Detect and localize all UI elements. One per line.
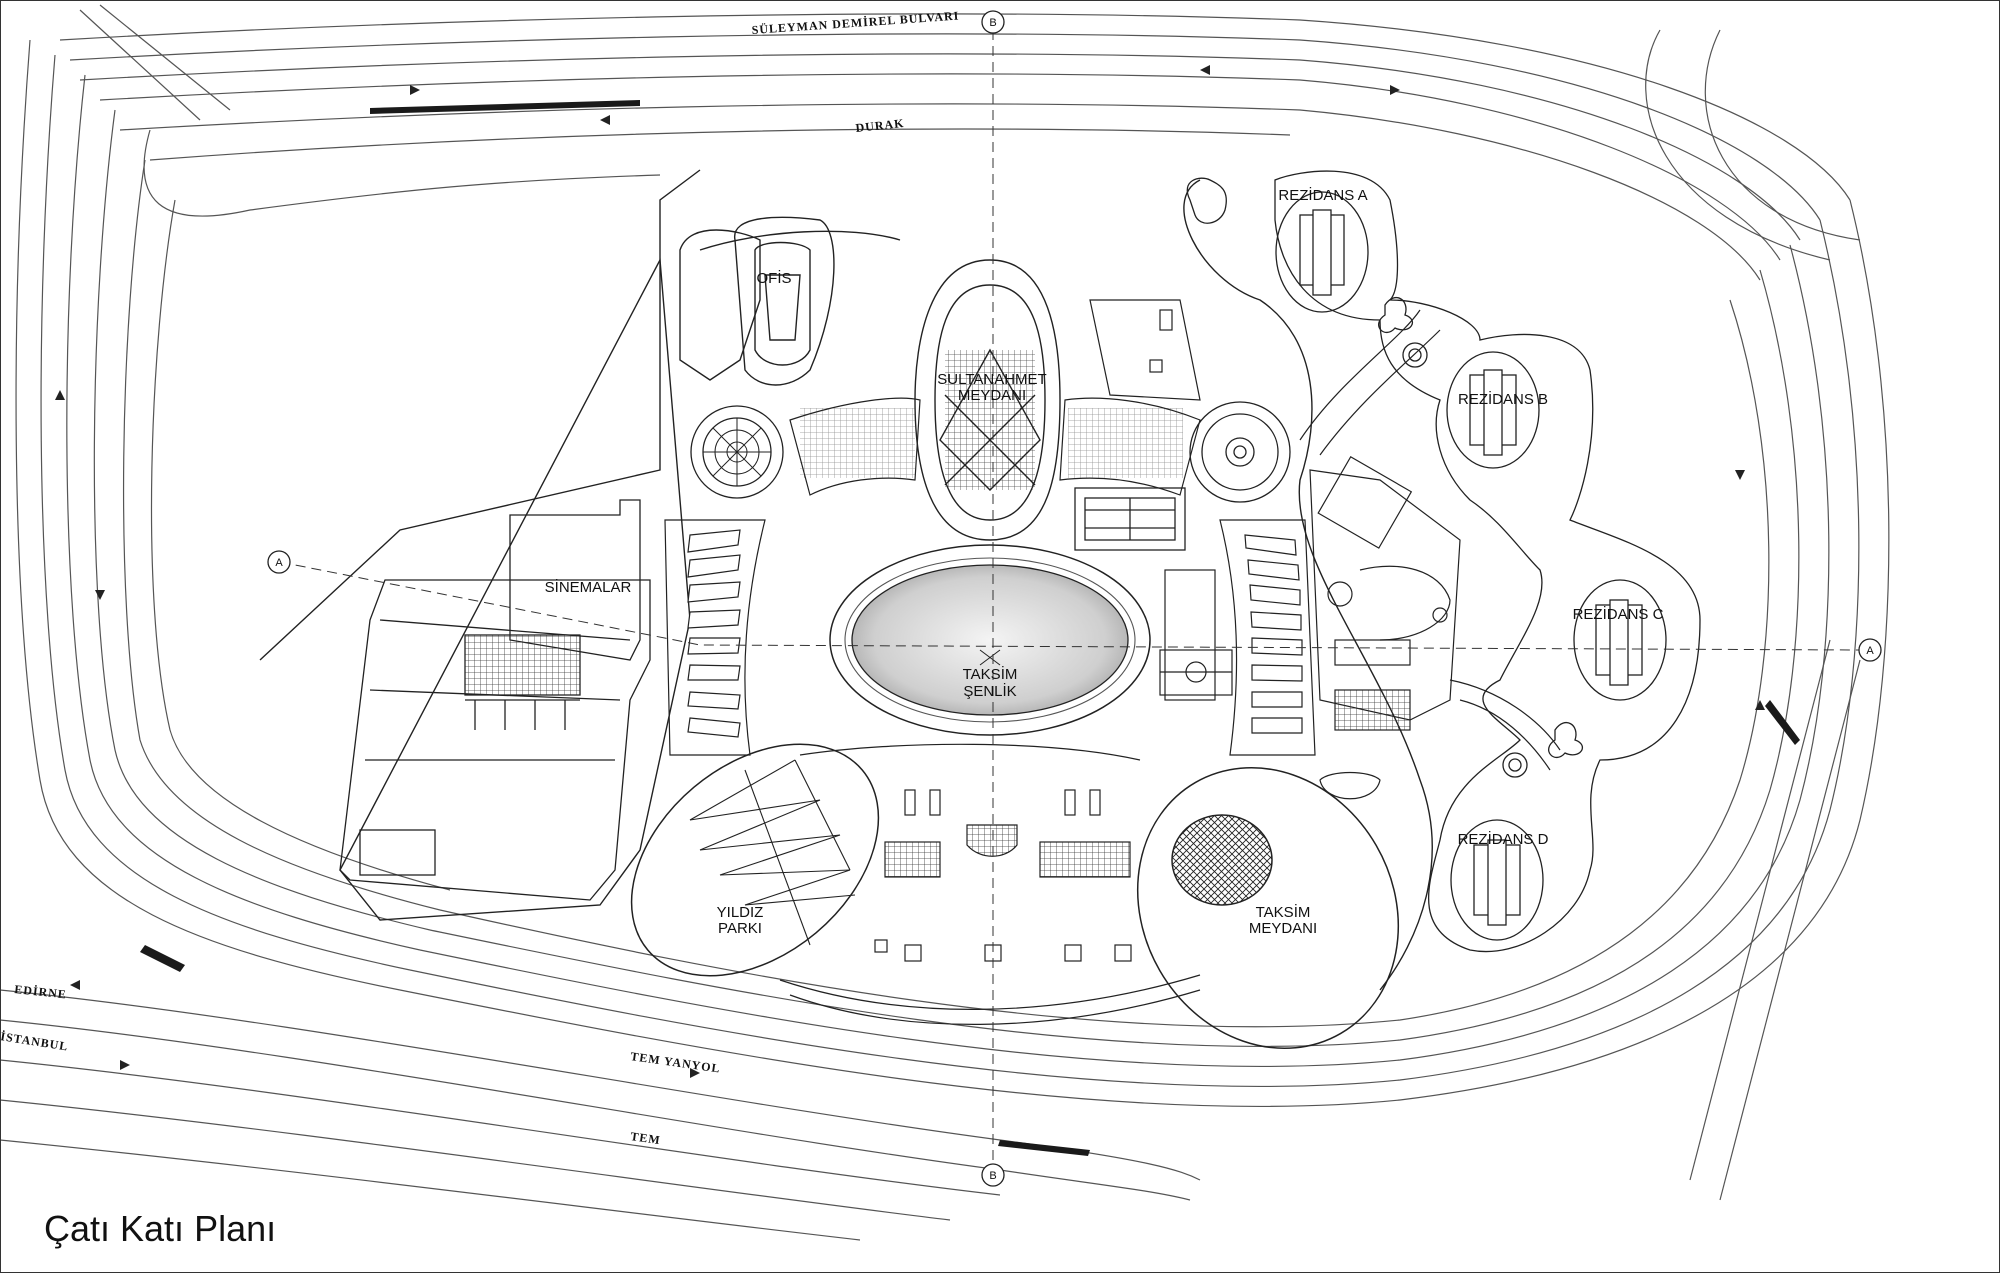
road-label-suleyman-demirel: SÜLEYMAN DEMİREL BULVARI [751, 9, 960, 37]
label-taksim-senlik-2: ŞENLİK [963, 682, 1016, 700]
west-arc-pavilion [664, 519, 766, 756]
sinemalar-building [339, 499, 651, 901]
sultanahmet-meydani-plaza [914, 259, 1061, 541]
label-ofis: OFİS [756, 269, 791, 287]
label-taksim-senlik-1: TAKSİM [963, 665, 1018, 683]
section-marker-a-east: A [1858, 638, 1882, 662]
section-lines [279, 30, 1861, 1170]
taksim-senlik-arena [829, 544, 1151, 736]
label-sinemalar: SİNEMALAR [545, 578, 632, 596]
right-rotunda [1189, 401, 1291, 503]
section-marker-a-west: A [267, 550, 291, 574]
road-label-tem: TEM [630, 1129, 662, 1147]
svg-text:B: B [989, 17, 996, 29]
svg-text:A: A [275, 557, 283, 569]
taksim-meydani [1136, 766, 1400, 1050]
lane-arrows [55, 65, 1765, 1078]
sports-court [1159, 569, 1233, 701]
label-rezidans-d: REZİDANS D [1458, 830, 1549, 848]
label-taksim-meydani-1: TAKSİM [1256, 903, 1311, 921]
east-arc-pavilion [1219, 519, 1316, 756]
road-label-edirne: EDİRNE [14, 982, 68, 1001]
plan-title: Çatı Katı Planı [44, 1208, 277, 1249]
tennis-court [1074, 487, 1186, 551]
svg-text:A: A [1866, 645, 1874, 657]
road-label-durak: DURAK [855, 116, 905, 135]
section-marker-b-north: B [981, 10, 1005, 34]
residential-paths [1299, 309, 1561, 771]
ofis-building [679, 216, 835, 386]
label-taksim-meydani-2: MEYDANI [1249, 920, 1317, 937]
label-sultanahmet-2: MEYDANI [958, 387, 1026, 404]
east-pool-complex [1309, 455, 1461, 800]
south-central-plaza [779, 743, 1201, 1025]
upper-arc-pavilions [789, 397, 1201, 496]
svg-text:B: B [989, 1170, 996, 1182]
rezidans-cluster [1186, 170, 1701, 953]
label-yildiz-1: YILDIZ [717, 904, 764, 921]
road-label-tem-yanyol: TEM YANYOL [630, 1049, 722, 1076]
label-rezidans-c: REZİDANS C [1573, 605, 1664, 623]
section-marker-b-south: B [981, 1163, 1005, 1187]
label-rezidans-b: REZİDANS B [1458, 390, 1548, 408]
road-strips [140, 100, 1800, 1156]
yildiz-parki [630, 743, 880, 977]
label-yildiz-2: PARKI [718, 920, 762, 937]
left-rotunda [690, 405, 784, 499]
north-east-block [1089, 299, 1201, 401]
label-rezidans-a: REZİDANS A [1278, 186, 1367, 204]
label-sultanahmet-1: SULTANAHMET [937, 371, 1046, 388]
road-label-istanbul: İSTANBUL [0, 1029, 69, 1054]
